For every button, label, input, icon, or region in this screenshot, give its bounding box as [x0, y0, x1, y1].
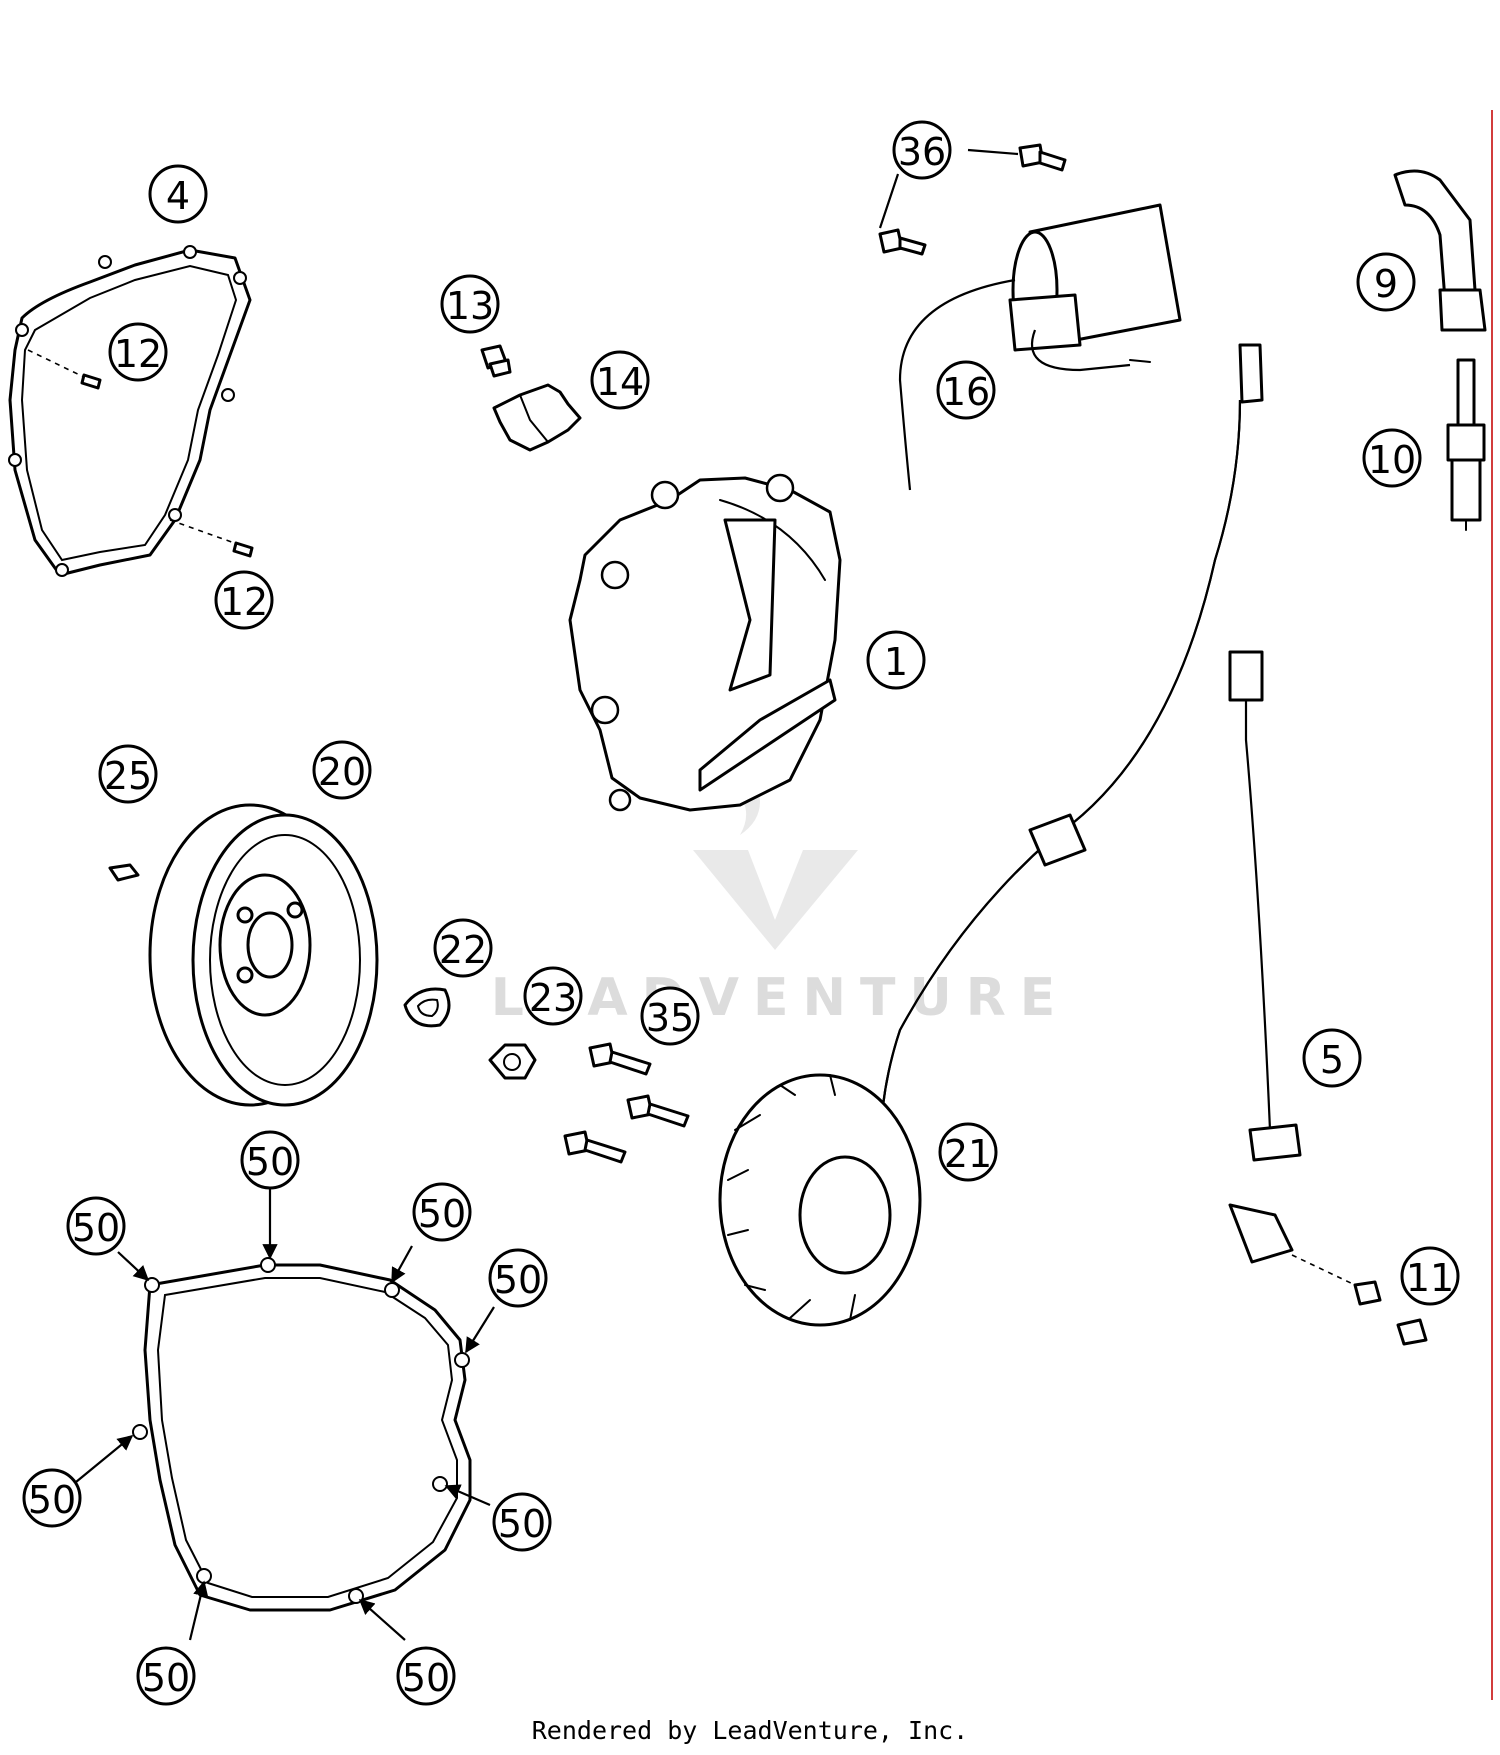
part-screw-13	[480, 344, 512, 378]
callout-label: 22	[439, 928, 487, 972]
callout: 50	[396, 1646, 456, 1706]
part-gasket-lower	[132, 1257, 472, 1612]
footer-credit: Rendered by LeadVenture, Inc.	[531, 1716, 969, 1745]
callout: 16	[936, 360, 996, 420]
callout: 12	[108, 322, 168, 382]
callout-label: 4	[166, 174, 190, 218]
callout: 12	[214, 570, 274, 630]
part-screws-11	[1353, 1280, 1428, 1346]
callout-label: 12	[114, 332, 162, 376]
callout-label: 14	[596, 360, 644, 404]
callout: 50	[492, 1492, 552, 1552]
callout-label: 9	[1374, 262, 1398, 306]
callout-label: 10	[1368, 438, 1416, 482]
part-spark-plug	[1446, 358, 1486, 531]
callout-label: 25	[104, 754, 152, 798]
callout-label: 50	[28, 1478, 76, 1522]
callout: 25	[98, 744, 158, 804]
callout-label: 16	[942, 370, 990, 414]
callout-label: 50	[142, 1656, 190, 1700]
part-dowel-pins	[80, 373, 254, 558]
callout-label: 5	[1320, 1038, 1344, 1082]
part-stator	[718, 1073, 922, 1327]
callout: 35	[640, 986, 700, 1046]
part-bolts-35	[563, 1042, 690, 1164]
callout-label: 1	[884, 640, 908, 684]
part-flywheel-nut	[488, 1043, 537, 1080]
callout: 50	[488, 1248, 548, 1308]
part-ignition-coil	[898, 203, 1182, 491]
callout: 11	[1400, 1246, 1460, 1306]
callout: 36	[892, 120, 952, 180]
part-bracket-14	[492, 383, 582, 452]
callout: 1	[866, 630, 926, 690]
callout: 50	[0, 0, 24, 22]
watermark: LEADVENTURE	[491, 775, 1070, 1028]
callout-label: 21	[944, 1132, 992, 1176]
callout-label: 50	[72, 1206, 120, 1250]
page-right-edge-line	[1491, 110, 1493, 1700]
callout: 22	[433, 918, 493, 978]
part-stator-cable	[878, 343, 1264, 1156]
callout: 21	[938, 1122, 998, 1182]
watermark-text: LEADVENTURE	[491, 968, 1070, 1028]
callout: 14	[590, 350, 650, 410]
callout: 9	[1356, 252, 1416, 312]
part-flywheel	[148, 803, 379, 1107]
callout-label: 36	[898, 130, 946, 174]
callout: 50	[66, 1196, 126, 1256]
callout-label: 50	[418, 1192, 466, 1236]
callout-label: 11	[1406, 1256, 1454, 1300]
callout: 10	[1362, 428, 1422, 488]
callout: 50	[22, 1468, 82, 1528]
callout: 20	[312, 740, 372, 800]
callout-label: 50	[402, 1656, 450, 1700]
callout-label: 50	[246, 1140, 294, 1184]
part-ignition-cover	[568, 473, 842, 812]
callout-label: 13	[446, 284, 494, 328]
part-pulse-generator	[1228, 650, 1356, 1286]
part-bolts-36	[878, 143, 1067, 256]
callout-label: 20	[318, 750, 366, 794]
callout: 50	[240, 1130, 300, 1190]
callout-label: 35	[646, 996, 694, 1040]
callout-label: 23	[529, 976, 577, 1020]
part-gasket-upper	[8, 245, 252, 577]
part-washer-22	[403, 987, 451, 1028]
callout-label: 50	[498, 1502, 546, 1546]
part-woodruff-key	[108, 863, 140, 882]
callout: 23	[523, 966, 583, 1026]
callout-label: 50	[494, 1258, 542, 1302]
callout: 50	[136, 1646, 196, 1706]
callout: 4	[148, 164, 208, 224]
leader-lines	[75, 148, 1019, 1641]
callout: 5	[1302, 1028, 1362, 1088]
callout: 13	[440, 274, 500, 334]
callout-label: 12	[220, 580, 268, 624]
callout: 50	[412, 1182, 472, 1242]
part-spark-plug-cap	[1393, 169, 1487, 332]
